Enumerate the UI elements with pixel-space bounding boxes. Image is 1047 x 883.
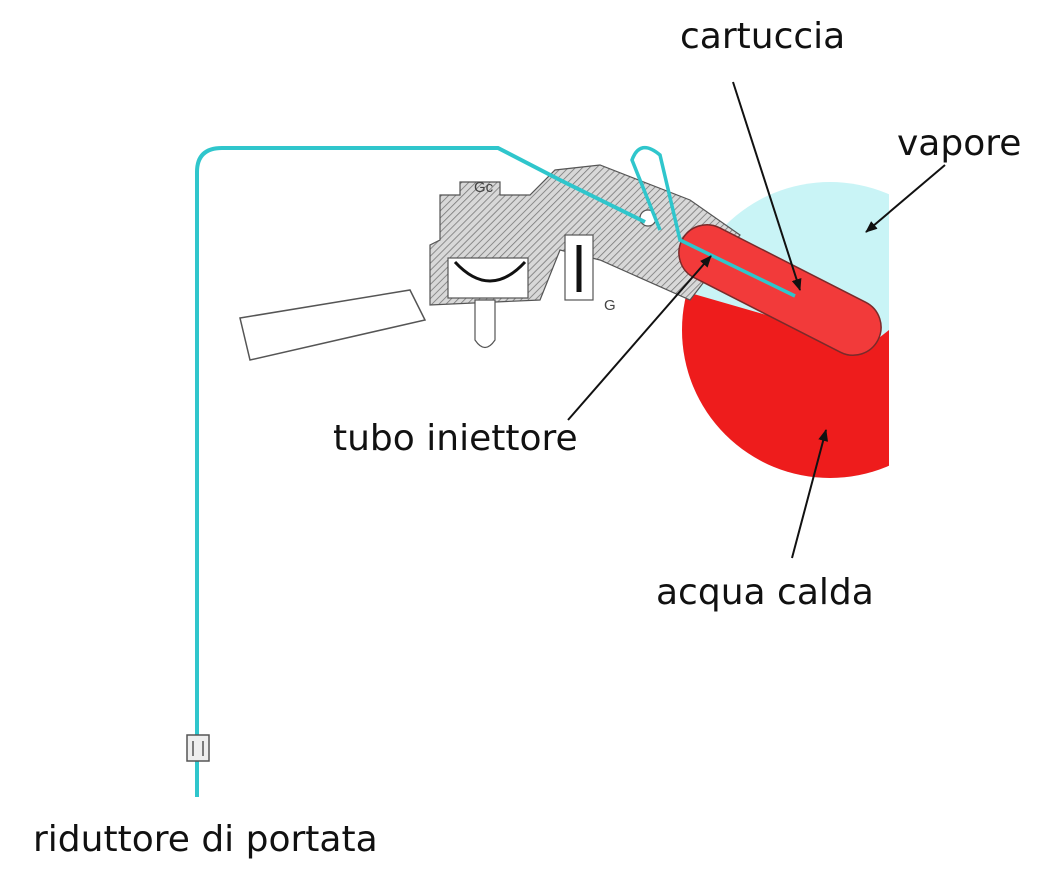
injector-tube	[630, 145, 796, 298]
injector-tube-label: tubo iniettore	[333, 418, 578, 459]
valve-handle	[239, 289, 427, 361]
flow-reducer-label: riduttore di portata	[33, 819, 378, 860]
cartridge-label: cartuccia	[680, 16, 845, 57]
steam-arrow	[865, 164, 946, 233]
steam-label: vapore	[897, 123, 1021, 164]
hot-water-arrow	[791, 429, 829, 559]
feed-pipe	[195, 146, 646, 797]
hot-water-label: acqua calda	[656, 572, 874, 613]
gc-mark: Gc	[474, 179, 494, 196]
flow-reducer	[186, 734, 210, 762]
injector-tube-arrow	[567, 255, 712, 421]
g-mark: G	[604, 297, 616, 314]
valve-body	[429, 164, 741, 349]
hot-water-region	[682, 290, 889, 478]
cartridge-arrow	[732, 81, 802, 291]
